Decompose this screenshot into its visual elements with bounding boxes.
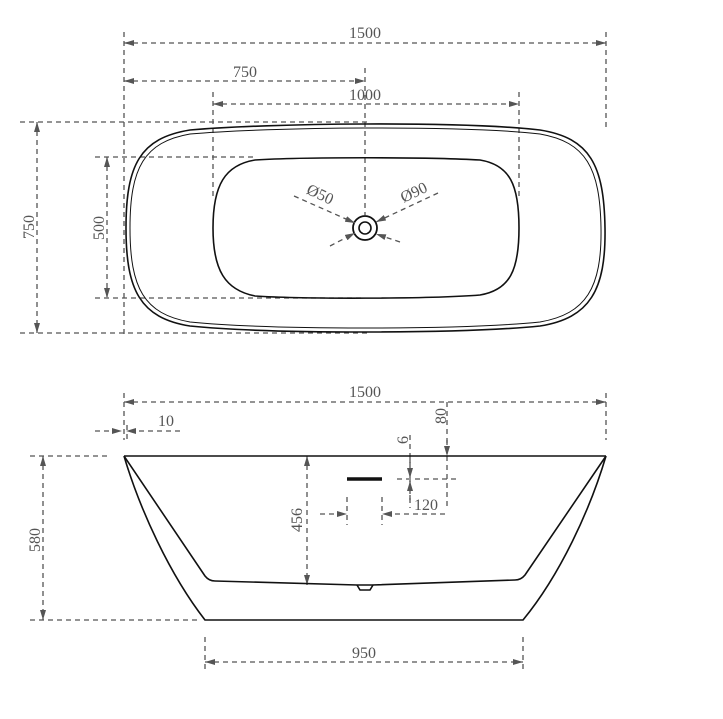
label-rim-offset: 10 [158, 413, 174, 430]
label-drain-inner-diameter: Ø50 [304, 181, 336, 208]
label-overall-length: 1500 [349, 25, 381, 42]
drain: Ø50 Ø90 [293, 179, 439, 247]
inner-basin-profile [123, 455, 607, 586]
label-inner-length: 1000 [349, 87, 381, 104]
label-drain-outer-diameter: Ø90 [398, 179, 430, 206]
label-base-length: 950 [352, 645, 376, 662]
outer-rim [125, 123, 606, 333]
dim-drain-inner-leader [293, 195, 356, 224]
label-inner-depth: 456 [289, 508, 306, 532]
label-slot-height: 6 [395, 436, 412, 444]
side-view: 1500 10 80 6 120 456 580 950 [27, 384, 607, 672]
drain-profile [356, 584, 374, 591]
dim-drain-inner-leader-2 [329, 232, 356, 247]
outer-shell [123, 455, 607, 621]
inner-basin [212, 156, 520, 299]
label-drain-offset: 750 [233, 64, 257, 81]
label-overall-height: 580 [27, 528, 44, 552]
dim-drain-outer-leader [375, 192, 439, 223]
label-overflow-from-top: 80 [433, 408, 450, 424]
label-inner-width: 500 [91, 216, 108, 240]
drain-outer-ring [352, 215, 378, 241]
top-view: 1500 750 1000 750 500 Ø50 Ø90 [20, 25, 607, 335]
dim-drain-outer-leader-2 [375, 233, 401, 243]
label-slot-width: 120 [414, 497, 438, 514]
label-overall-width: 750 [21, 215, 38, 239]
label-side-overall-length: 1500 [349, 384, 381, 401]
drain-inner-ring [358, 221, 372, 235]
outer-rim-inner-line [129, 127, 602, 329]
